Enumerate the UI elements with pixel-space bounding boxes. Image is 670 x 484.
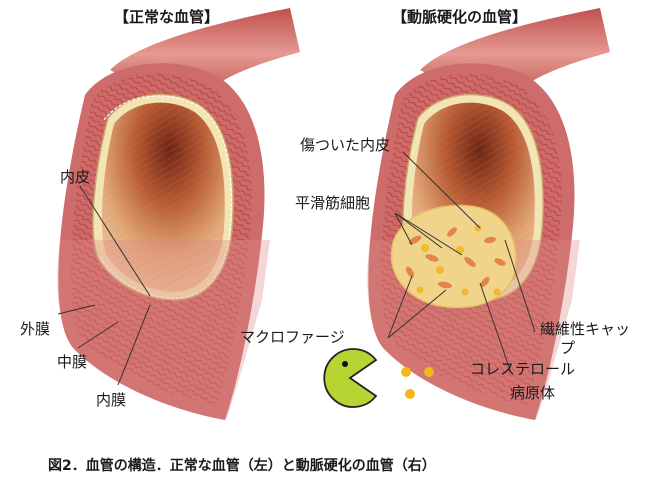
label-smooth-muscle-cells: 平滑筋細胞 <box>295 194 371 212</box>
label-cholesterol: コレステロール <box>470 360 576 378</box>
pathogen-pacman <box>323 348 378 408</box>
label-damaged-endothelium: 傷ついた内皮 <box>300 136 391 154</box>
normal-vessel <box>57 8 300 420</box>
label-fibrous-cap-line2: プ <box>560 339 576 357</box>
label-macrophage: マクロファージ <box>240 328 345 346</box>
pathogen-dots <box>401 367 434 399</box>
label-endothelium: 内皮 <box>60 168 91 186</box>
label-fibrous-cap: 繊維性キャッ <box>540 320 630 338</box>
header-atherosclerotic: 【動脈硬化の血管】 <box>392 8 528 26</box>
label-pathogen: 病原体 <box>510 384 556 402</box>
figure-caption: 図2．血管の構造．正常な血管（左）と動脈硬化の血管（右） <box>48 458 436 474</box>
atherosclerotic-vessel <box>367 8 610 420</box>
header-normal: 【正常な血管】 <box>114 8 220 26</box>
label-fibrous-cap-line1: 繊維性キャッ <box>540 320 631 338</box>
label-adventitia: 外膜 <box>20 320 51 338</box>
leader-lines <box>57 151 536 386</box>
label-intima: 内膜 <box>96 391 127 409</box>
label-media: 中膜 <box>57 353 88 371</box>
